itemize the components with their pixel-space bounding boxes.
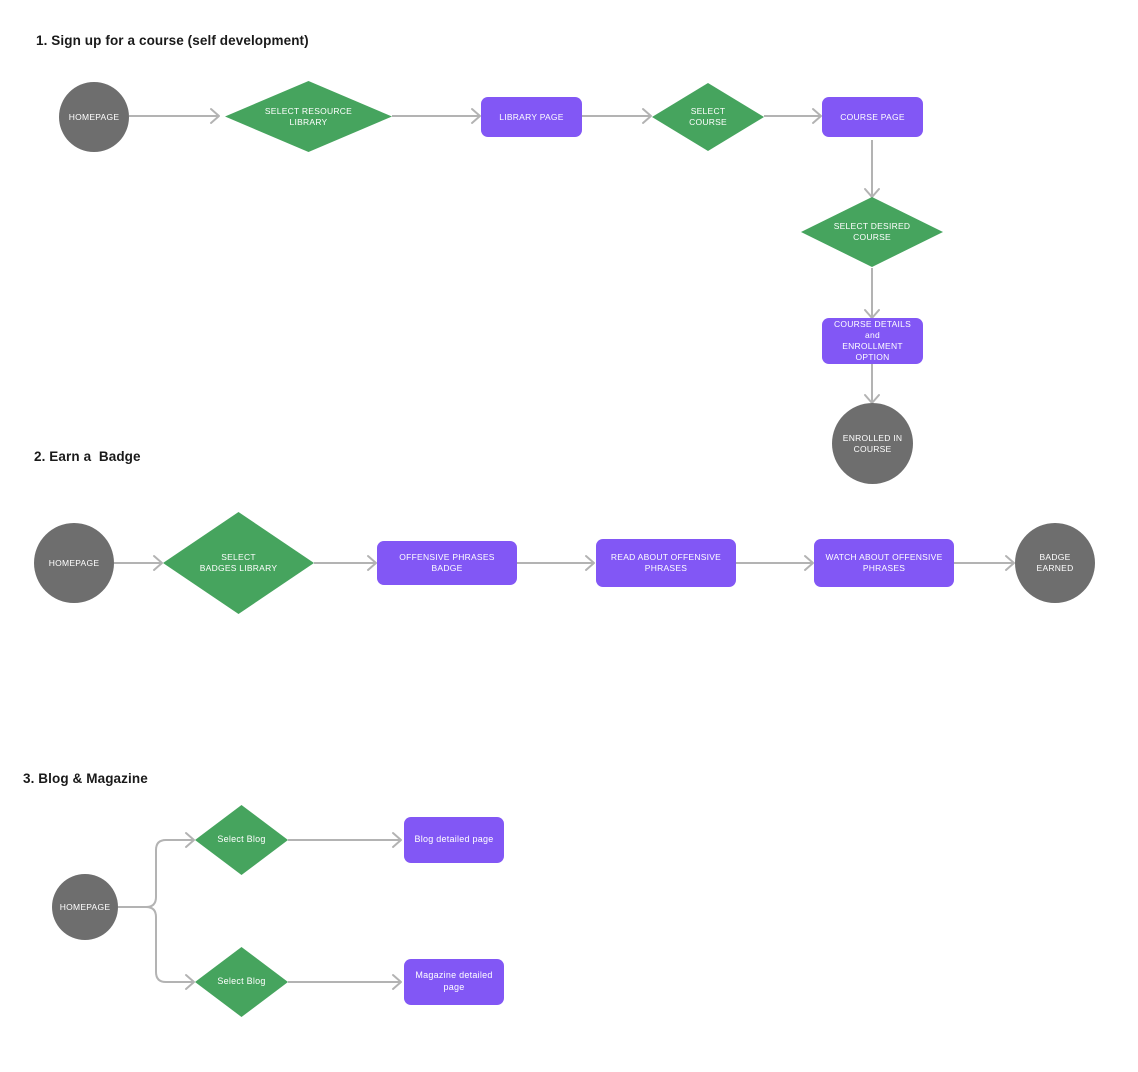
edge-library-page-to-select-course (582, 108, 652, 124)
node-label: READ ABOUT OFFENSIVE PHRASES (610, 552, 722, 573)
node-badge-earned[interactable]: BADGE EARNED (1015, 523, 1095, 603)
node-label: HOMEPAGE (68, 111, 120, 122)
edge-course-page-to-select-desired (864, 140, 880, 198)
node-label: SELECT DESIRED COURSE (833, 221, 911, 242)
node-homepage-1[interactable]: HOMEPAGE (59, 82, 129, 152)
edge-select-resource-to-library-page (392, 108, 481, 124)
node-homepage-2[interactable]: HOMEPAGE (34, 523, 114, 603)
node-select-course[interactable]: SELECT COURSE (652, 83, 764, 151)
diamond-shape (652, 83, 764, 151)
edge-homepage3-branch-to-select-blog-2 (118, 906, 195, 990)
node-label: Blog detailed page (414, 834, 494, 845)
node-label: Select Blog (217, 834, 266, 845)
node-magazine-detailed-page[interactable]: Magazine detailed page (404, 959, 504, 1005)
node-library-page[interactable]: LIBRARY PAGE (481, 97, 582, 137)
node-label: ENROLLED IN COURSE (842, 432, 903, 454)
edge-homepage-to-select-resource (129, 108, 220, 124)
node-homepage-3[interactable]: HOMEPAGE (52, 874, 118, 940)
section-3-heading: 3. Blog & Magazine (23, 771, 148, 786)
node-label: HOMEPAGE (48, 557, 100, 568)
node-watch-about-offensive-phrases[interactable]: WATCH ABOUT OFFENSIVE PHRASES (814, 539, 954, 587)
node-course-details-enrollment[interactable]: COURSE DETAILS and ENROLLMENT OPTION (822, 318, 923, 364)
node-label: COURSE PAGE (840, 111, 905, 122)
node-read-about-offensive-phrases[interactable]: READ ABOUT OFFENSIVE PHRASES (596, 539, 736, 587)
diamond-shape (195, 947, 288, 1017)
edge-select-badges-to-offensive-badge (314, 555, 377, 571)
node-select-blog-2[interactable]: Select Blog (195, 947, 288, 1017)
diamond-shape (225, 81, 392, 152)
node-label: BADGE EARNED (1036, 552, 1074, 573)
edge-read-about-to-watch-about (736, 555, 814, 571)
node-label: Select Blog (217, 976, 266, 987)
node-select-desired-course[interactable]: SELECT DESIRED COURSE (801, 197, 943, 267)
node-label: Magazine detailed page (415, 970, 493, 992)
edge-homepage2-to-select-badges (114, 555, 163, 571)
edge-offensive-badge-to-read-about (517, 555, 595, 571)
edge-select-course-to-course-page (764, 108, 822, 124)
node-select-badges-library[interactable]: SELECT BADGES LIBRARY (163, 512, 314, 614)
diamond-shape (195, 805, 288, 875)
node-label: SELECT BADGES LIBRARY (199, 552, 278, 573)
node-offensive-phrases-badge[interactable]: OFFENSIVE PHRASES BADGE (377, 541, 517, 585)
node-label: SELECT RESOURCE LIBRARY (264, 105, 353, 127)
node-label: HOMEPAGE (59, 901, 111, 912)
edge-course-details-to-enrolled (864, 364, 880, 404)
section-2-heading: 2. Earn a Badge (34, 449, 141, 464)
edge-select-desired-to-course-details (864, 268, 880, 319)
edge-homepage3-branch-to-select-blog (118, 832, 195, 908)
node-label: COURSE DETAILS and ENROLLMENT OPTION (833, 319, 912, 362)
node-label: SELECT COURSE (689, 106, 727, 127)
edge-select-blog2-to-magazine-detail (288, 974, 402, 990)
section-1-heading: 1. Sign up for a course (self developmen… (36, 33, 309, 48)
diamond-shape (801, 197, 943, 267)
node-enrolled-in-course[interactable]: ENROLLED IN COURSE (832, 403, 913, 484)
diamond-shape (163, 512, 314, 614)
node-blog-detailed-page[interactable]: Blog detailed page (404, 817, 504, 863)
edge-select-blog-to-blog-detail (288, 832, 402, 848)
node-label: WATCH ABOUT OFFENSIVE PHRASES (825, 552, 943, 573)
node-select-blog[interactable]: Select Blog (195, 805, 288, 875)
node-label: OFFENSIVE PHRASES BADGE (399, 552, 495, 573)
node-course-page[interactable]: COURSE PAGE (822, 97, 923, 137)
edge-watch-about-to-badge-earned (954, 555, 1015, 571)
node-select-resource-library[interactable]: SELECT RESOURCE LIBRARY (225, 81, 392, 152)
node-label: LIBRARY PAGE (499, 111, 564, 122)
